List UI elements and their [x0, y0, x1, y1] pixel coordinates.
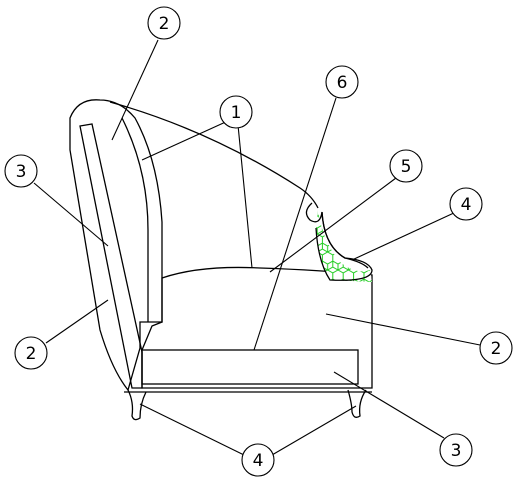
- callout-2-right: 2: [479, 331, 513, 365]
- callout-5: 5: [389, 149, 423, 183]
- rear-leg: [347, 389, 367, 418]
- armrest-outline: [109, 101, 319, 209]
- leader-lines: [33, 39, 481, 456]
- callout-4-right: 4: [449, 187, 483, 221]
- callout-1: 1: [219, 95, 253, 129]
- callout-2-top: 2: [147, 6, 181, 40]
- arm-front-foam: [316, 210, 372, 282]
- svg-text:3: 3: [451, 441, 462, 461]
- front-leg: [127, 389, 147, 421]
- back-frame-wood: [79, 123, 143, 389]
- callout-3-left: 3: [4, 154, 38, 188]
- svg-text:4: 4: [253, 451, 264, 471]
- svg-text:4: 4: [461, 195, 472, 215]
- inner-back-line: [121, 117, 149, 322]
- svg-text:5: 5: [401, 157, 412, 177]
- callout-3-right: 3: [439, 433, 473, 467]
- callout-6: 6: [325, 65, 359, 99]
- svg-text:3: 3: [16, 162, 27, 182]
- seat-frame-wood: [141, 349, 359, 385]
- svg-text:6: 6: [337, 73, 348, 93]
- svg-text:2: 2: [26, 344, 37, 364]
- back-foam: [69, 99, 163, 392]
- svg-text:2: 2: [159, 14, 170, 34]
- callout-4-bottom: 4: [241, 443, 275, 477]
- callout-2-left: 2: [14, 336, 48, 370]
- svg-text:2: 2: [491, 339, 502, 359]
- svg-text:1: 1: [231, 103, 242, 123]
- seat-foam: [141, 266, 373, 389]
